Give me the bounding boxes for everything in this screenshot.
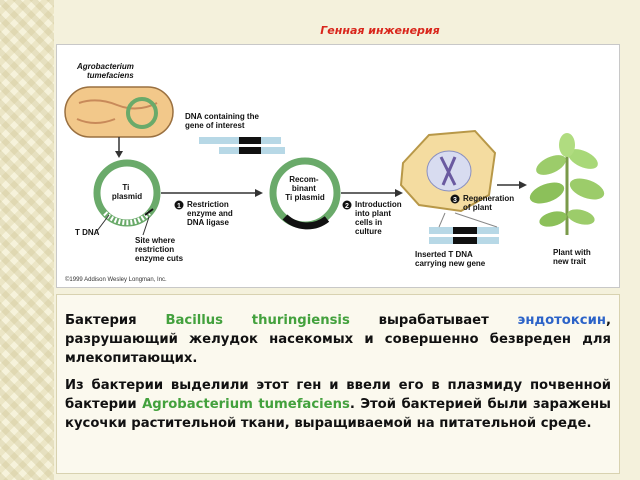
recombinant-label: Recom- binant Ti plasmid [285,175,325,202]
t-dna-label: T DNA [75,228,100,237]
description-text: Бактерия Bacillus thuringiensis вырабаты… [56,294,620,474]
paragraph-2: Из бактерии выделили этот ген и ввели ег… [65,376,611,433]
arrow-step2-head [395,189,403,197]
p1-text-2: вырабатывает [349,313,518,328]
dna-fragment [199,137,285,154]
zoom-line-right [454,212,498,228]
p1-text-3: , разрушающий желудок насекомых и соверш… [65,313,611,366]
arrow-step3-head [519,181,527,189]
endotoxin-term: эндотоксин [517,313,606,328]
background-pattern [0,0,54,480]
slide-title: Генная инженерия [320,24,440,37]
inserted-dna [429,227,499,244]
paragraph-1: Бактерия Bacillus thuringiensis вырабаты… [65,311,611,368]
plant [529,133,605,235]
inserted-label: Inserted T DNA carrying new gene [415,250,486,268]
agrobacterium-name: Agrobacterium tumefaciens [142,397,350,412]
plant-label: Plant with new trait [553,248,593,266]
step3-marker [450,194,460,204]
step2-marker [342,200,352,210]
dna-label: DNA containing the gene of interest [185,112,261,130]
p2-text-1: Из бактерии выделили этот ген и ввели ег… [65,378,611,412]
step2-label: Introduction into plant cells in culture [355,200,404,236]
step1-marker [174,200,184,210]
recombinant-plasmid [269,157,341,230]
p2-text-2: . Этой бактерией были заражены кусочки р… [65,397,611,431]
organism-label: Agrobacterium tumefaciens [76,62,136,80]
step2-number: 2 [345,203,349,210]
step3-number: 3 [453,197,457,204]
step1-label: Restriction enzyme and DNA ligase [187,200,235,227]
site-label: Site where restriction enzyme cuts [135,236,184,263]
site-pointer [142,216,150,236]
diagram-canvas: Agrobacterium tumefaciens Ti plasmid T D… [64,62,605,283]
arrow-step1-head [255,189,263,197]
zoom-line-left [438,212,446,228]
bacillus-name: Bacillus thuringiensis [165,313,350,328]
copyright: ©1999 Addison Wesley Longman, Inc. [65,276,167,283]
t-dna-pointer [96,214,110,232]
ti-plasmid [93,159,161,227]
p1-text-1: Бактерия [65,313,166,328]
down-arrow-head [115,151,123,158]
step1-number: 1 [177,203,181,210]
genetic-engineering-diagram: Agrobacterium tumefaciens Ti plasmid T D… [56,44,620,288]
agrobacterium-cell [64,86,174,138]
step3-label: Regeneration of plant [463,194,516,212]
plant-cell [399,129,497,213]
ti-plasmid-label: Ti plasmid [112,183,142,201]
